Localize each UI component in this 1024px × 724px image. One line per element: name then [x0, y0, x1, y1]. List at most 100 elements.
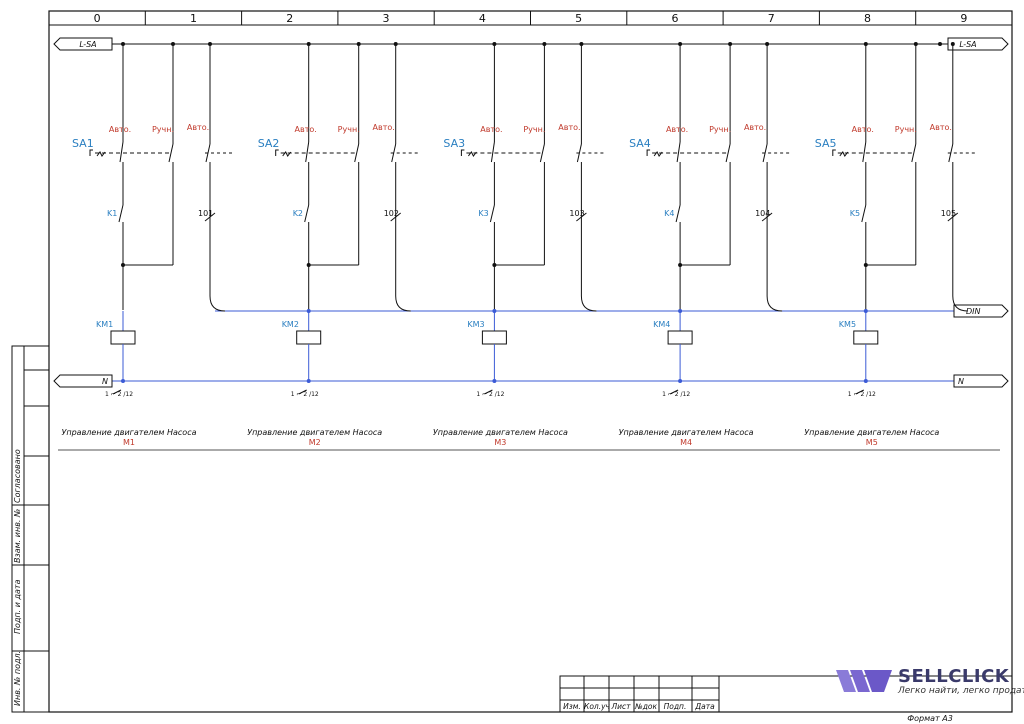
coil-box — [481, 330, 507, 345]
relay-label: K5 — [850, 209, 860, 218]
switch-symbol-icon — [646, 149, 663, 157]
side-strip: Согласовано Взам. инв. № Подп. и дата Ин… — [11, 345, 50, 713]
relay-label: K2 — [293, 209, 303, 218]
coil-box — [110, 330, 136, 345]
manual-label: Ручн. — [338, 125, 360, 134]
motor-label: M1 — [123, 438, 135, 447]
auto2-label: Авто. — [558, 123, 580, 132]
circuit-title: Управление двигателем Насоса — [433, 428, 568, 437]
circuit-title: Управление двигателем Насоса — [247, 428, 382, 437]
drawing-frame — [48, 10, 1013, 713]
column-number: 2 — [286, 12, 293, 25]
neutral-junction — [121, 379, 125, 383]
switch-symbol-icon — [89, 149, 106, 157]
l-sa-tag-left — [53, 37, 113, 51]
l-sa-label-left: L-SA — [79, 40, 96, 49]
side-label-replace: Взам. инв. № — [13, 509, 22, 563]
switch-contact — [862, 141, 867, 163]
contact-note: 1 ⌐ 2 /12 — [662, 391, 690, 398]
coil-label: KM2 — [282, 320, 299, 329]
aux-contact-icon — [112, 389, 122, 395]
manual-contact — [354, 143, 360, 163]
l-sa-tag-right — [947, 37, 1009, 51]
motor-label: M2 — [309, 438, 321, 447]
coil-label: KM4 — [653, 320, 670, 329]
wire-number: 104 — [755, 209, 770, 218]
wire-number: 103 — [569, 209, 584, 218]
tb-data: Дата — [694, 702, 715, 711]
auto2-label: Авто. — [744, 123, 766, 132]
column-number: 1 — [190, 12, 197, 25]
switch-label: SA1 — [72, 137, 94, 150]
brand-logo-icon — [836, 670, 892, 692]
relay-label: K1 — [107, 209, 117, 218]
motor-label: M5 — [866, 438, 878, 447]
motor-label: M3 — [494, 438, 506, 447]
relay-contact — [489, 204, 495, 223]
neutral-label-left: N — [102, 377, 108, 386]
contact-note: 1 ⌐ 2 /12 — [848, 391, 876, 398]
rail-c-bend — [209, 295, 226, 312]
l-sa-junction-right — [938, 42, 942, 46]
neutral-junction — [306, 379, 311, 383]
wire-number: 102 — [384, 209, 399, 218]
wire-tick — [761, 212, 773, 222]
relay-label: K4 — [664, 209, 674, 218]
tb-podp: Подп. — [664, 702, 687, 711]
din-label: DIN — [966, 307, 981, 316]
auto-label: Авто. — [852, 125, 874, 134]
manual-label: Ручн. — [523, 125, 545, 134]
wire-tick — [947, 212, 959, 222]
switch-symbol-icon — [832, 149, 849, 157]
relay-label: K3 — [478, 209, 488, 218]
switch-label: SA4 — [629, 137, 651, 150]
wire-tick — [390, 212, 402, 222]
brand-tagline: Легко найти, легко продать — [898, 686, 1024, 696]
auto2-label: Авто. — [930, 123, 952, 132]
manual-contact — [911, 143, 917, 163]
neutral-tag-right — [953, 374, 1009, 388]
manual-contact — [725, 143, 731, 163]
din-tag — [953, 304, 1009, 318]
column-number: 5 — [575, 12, 582, 25]
contact-note: 1 ⌐ 2 /12 — [291, 391, 319, 398]
format-label: Формат А3 — [907, 714, 953, 723]
column-number: 6 — [671, 12, 678, 25]
switch-label: SA2 — [258, 137, 280, 150]
neutral-tag-left — [53, 374, 113, 388]
column-number: 3 — [383, 12, 390, 25]
neutral-junction — [678, 379, 683, 383]
wire-tick — [204, 212, 216, 222]
manual-contact — [168, 143, 174, 163]
manual-contact — [539, 143, 545, 163]
column-number: 7 — [768, 12, 775, 25]
switch-contact — [119, 141, 124, 163]
contact-note: 1 ⌐ 2 /12 — [476, 391, 504, 398]
relay-contact — [675, 204, 681, 223]
auto-label: Авто. — [666, 125, 688, 134]
circuit-title: Управление двигателем Насоса — [62, 428, 197, 437]
switch-label: SA3 — [443, 137, 465, 150]
brand-watermark: SELLCLICK Легко найти, легко продать — [836, 664, 1024, 704]
column-number: 4 — [479, 12, 486, 25]
rail-c-bend — [580, 295, 597, 312]
switch-label: SA5 — [815, 137, 837, 150]
auto2-label: Авто. — [187, 123, 209, 132]
coil-box — [296, 330, 322, 345]
manual-label: Ручн. — [152, 125, 174, 134]
coil-box — [667, 330, 693, 345]
side-label-sign-date: Подп. и дата — [13, 579, 22, 634]
tb-izm: Изм. — [563, 702, 581, 711]
title-block: Изм. Кол.уч Лист №док Подп. Дата — [559, 675, 1013, 713]
contact-note: 1 ⌐ 2 /12 — [105, 391, 133, 398]
side-label-agreed: Согласовано — [13, 449, 22, 503]
neutral-label-right: N — [958, 377, 964, 386]
switch-contact — [305, 141, 310, 163]
tb-kolvo: Кол.уч — [584, 702, 611, 711]
auto-label: Авто. — [109, 125, 131, 134]
